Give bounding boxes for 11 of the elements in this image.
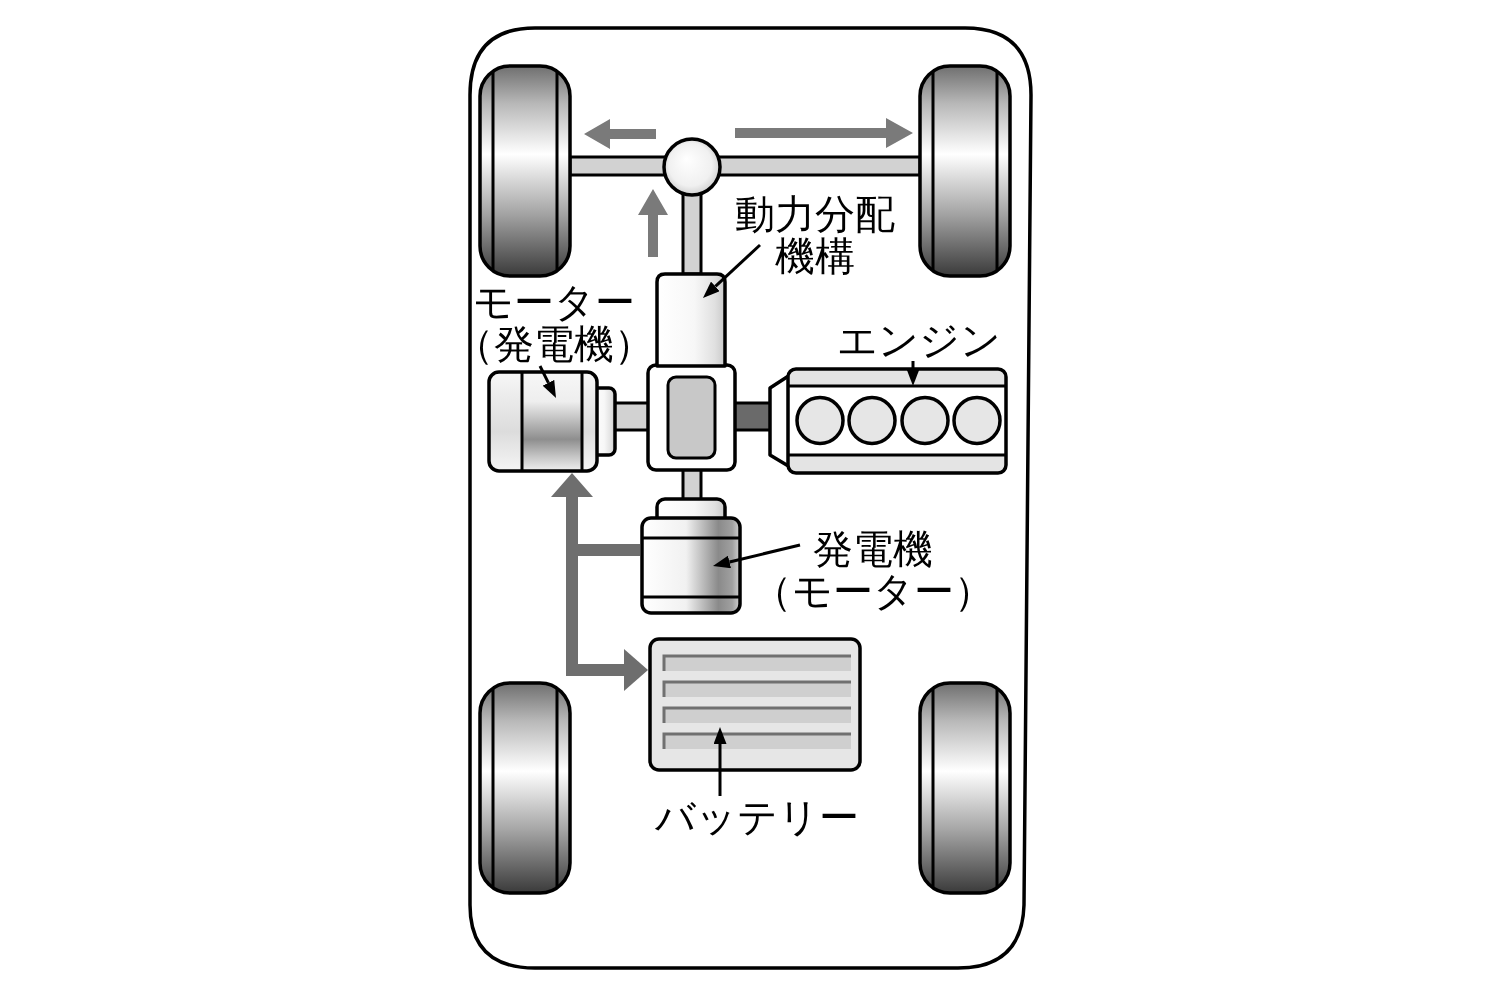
power-split-unit <box>655 272 727 367</box>
leader-arrow <box>538 365 556 398</box>
part-label: 発電機（モーター） <box>750 528 996 612</box>
electric-motor <box>487 370 617 473</box>
part-label: モーター（発電機） <box>451 281 657 365</box>
leader-arrow <box>712 543 801 569</box>
leader-arrow <box>702 243 762 298</box>
generator <box>640 497 742 615</box>
part-label: 動力分配機構 <box>733 193 897 277</box>
part-label: エンジン <box>829 319 1009 361</box>
part-label: バッテリー <box>649 796 865 838</box>
